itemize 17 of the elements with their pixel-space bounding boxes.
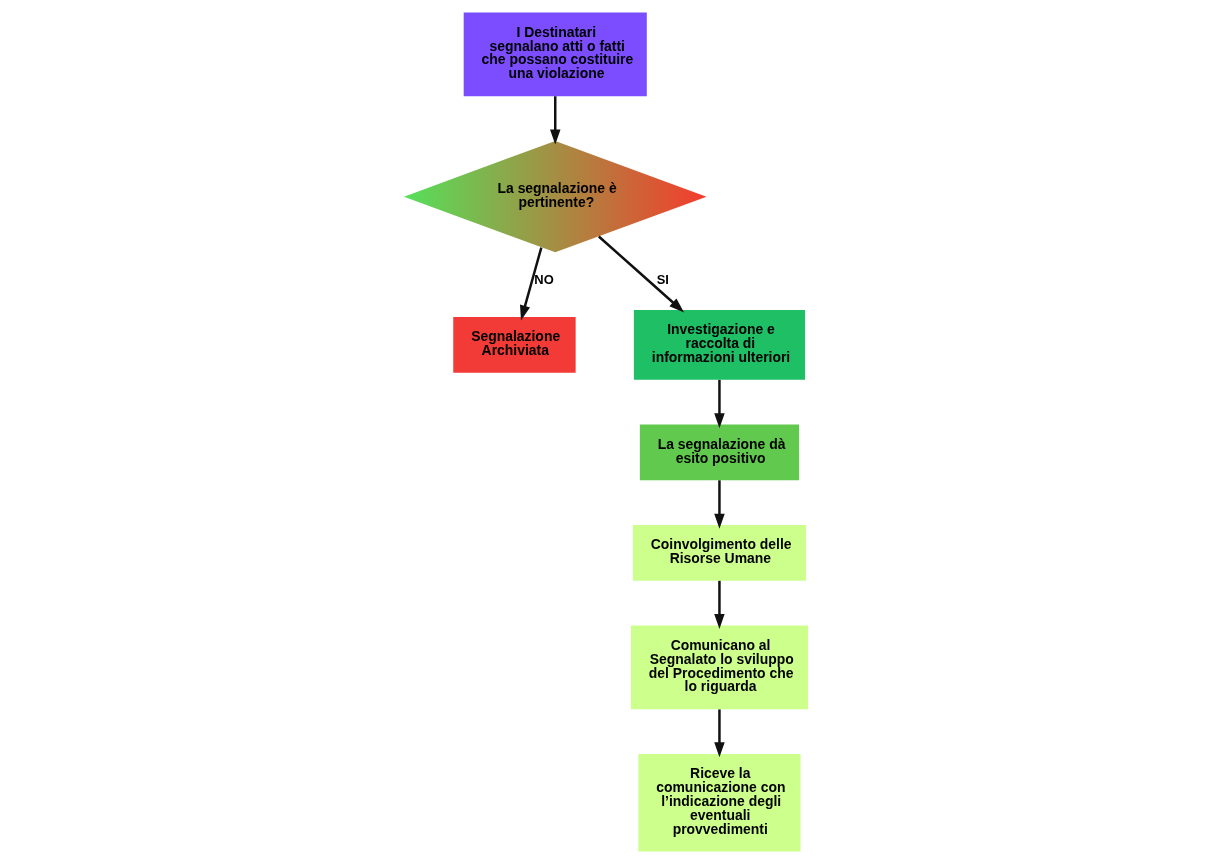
arrow [597,235,684,313]
node-box: I Destinatari segnalano atti o fatti che possano costituire una violazione [463,12,647,97]
arrow [519,247,542,321]
arrow [549,96,560,145]
edge-label: NO [533,271,554,287]
arrow [713,480,725,529]
edge-label: SI [656,271,669,287]
node-box: La segnalazione dà esito positivo [639,424,799,481]
arrow [713,379,725,429]
node-box: Comunicano al Segnalato lo sviluppo del Procedimento che lo riguarda [630,625,808,710]
node-box: Riceve la comunicazione con l’indicazione degli eventuali provvedimenti [637,753,801,852]
node-box: Segnalazione Archiviata [452,317,576,373]
node-diamond: La segnalazione è pertinente? [403,140,706,253]
arrow [713,580,725,629]
node-box: Investigazione e raccolta di informazioni ulteriori [633,310,805,380]
node-box: Coinvolgimento delle Risorse Umane [632,525,806,581]
arrow [713,709,725,758]
